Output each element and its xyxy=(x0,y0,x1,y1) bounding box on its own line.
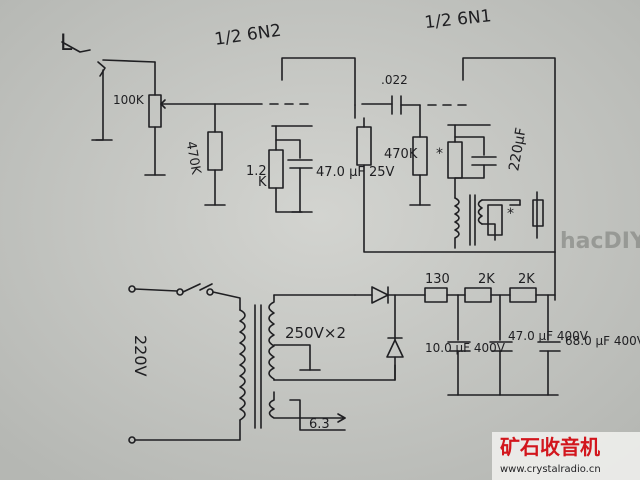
rectifier-diodes xyxy=(354,286,426,381)
coupling-cap-label: .022 xyxy=(381,73,408,87)
grid-resistor-1 xyxy=(204,103,226,206)
filter-c2-label: 47.0 µF 400V xyxy=(508,329,589,343)
plate-1-network xyxy=(354,103,556,301)
cathode-resistor-1-label: 1.2 xyxy=(246,164,267,179)
filter-chain xyxy=(424,287,556,341)
cathode-cap-2-label: 220µF xyxy=(506,126,529,172)
watermark-url: www.crystalradio.cn xyxy=(500,464,601,475)
watermark-logo-cn: 矿石收音机 xyxy=(500,435,600,459)
pot-label: 100K xyxy=(113,93,145,107)
volume-pot xyxy=(144,61,216,176)
input-label: L xyxy=(60,31,73,56)
feedback-mark: * xyxy=(507,206,514,222)
filter-caps xyxy=(447,341,561,396)
secondary-fil-label: 6.3 xyxy=(309,417,330,432)
coupling-cap xyxy=(391,95,467,115)
cathode-cap-1-label: 47.0 µF 25V xyxy=(316,165,395,180)
grid-resistor-2 xyxy=(409,104,431,206)
filter-c1-label: 10.0 µF 400V xyxy=(425,341,506,355)
grid-resistor-1-label: 470K xyxy=(183,140,204,176)
output-transformer xyxy=(454,191,544,249)
tube-1 xyxy=(271,57,356,127)
watermark-site-name: hacDIY.net xyxy=(560,229,640,254)
input-jack xyxy=(61,41,156,141)
cathode-network-1 xyxy=(268,125,313,213)
mains-input xyxy=(128,283,241,444)
cathode-2-mark: * xyxy=(436,146,443,162)
filter-r2-label: 2K xyxy=(478,272,495,287)
filter-c3-label: 68.0 µF 400V xyxy=(565,334,640,348)
filter-r3-label: 2K xyxy=(518,272,535,287)
filter-r1-label: 130 xyxy=(425,272,450,287)
mains-label: 220V xyxy=(131,335,150,377)
secondary-hv-label: 250V×2 xyxy=(285,324,346,342)
cathode-resistor-1-unit: K xyxy=(258,175,267,190)
cathode-network-2 xyxy=(447,124,497,199)
logo-backdrop xyxy=(492,432,640,480)
grid-resistor-2-label: 470K xyxy=(384,147,418,162)
